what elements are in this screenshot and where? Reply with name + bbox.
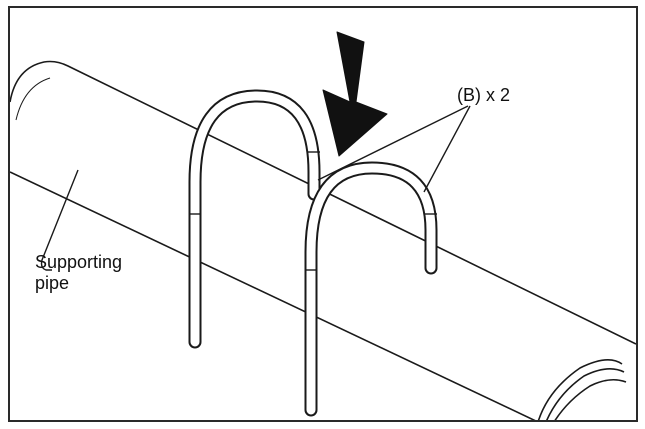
- supporting-pipe-label: Supporting pipe: [35, 252, 185, 294]
- u-bolt-left: [188, 89, 321, 349]
- u-bolt-label: (B) x 2: [457, 85, 511, 105]
- pipe-top-edge: [10, 60, 636, 345]
- pipe-end-rim: [554, 378, 627, 420]
- down-arrow-icon: [322, 31, 388, 157]
- supporting-pipe: [10, 60, 636, 420]
- leader-lines-b: [317, 105, 471, 193]
- leader-line-b-left: [317, 105, 469, 181]
- leader-line-pipe: [40, 169, 79, 271]
- pipe-illustration: [10, 31, 636, 420]
- supporting-pipe-label-line1: Supporting: [35, 252, 123, 272]
- diagram-frame: [8, 6, 638, 422]
- pipe-end-inner: [546, 368, 625, 420]
- pipe-end-outer: [537, 359, 623, 420]
- pipe-highlight: [15, 77, 51, 121]
- u-bolt-right: [304, 161, 438, 417]
- supporting-pipe-label-line2: pipe: [35, 273, 70, 293]
- pipe-bottom-edge: [10, 171, 536, 420]
- leader-line-b-right: [423, 105, 471, 193]
